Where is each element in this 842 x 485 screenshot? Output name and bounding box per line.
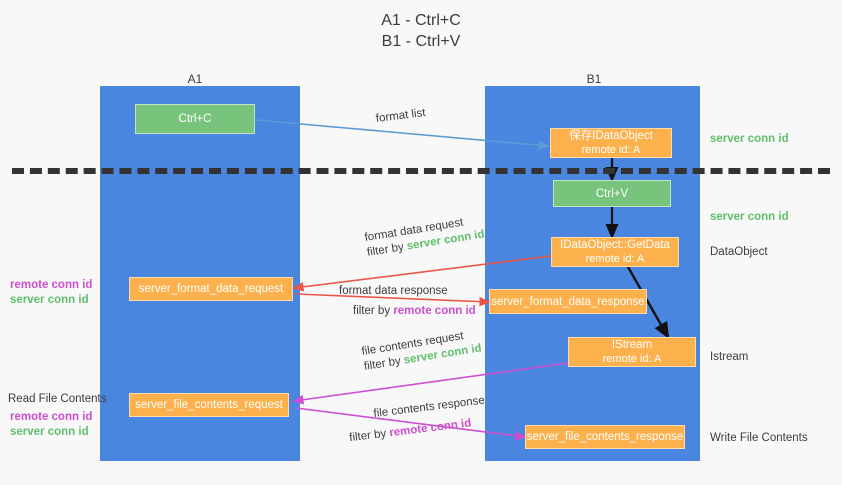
node-save-idataobject[interactable]: 保存IDataObject remote id: A bbox=[550, 128, 672, 158]
column-b1-name: B1 bbox=[586, 72, 602, 86]
filter-value-remote-conn-id: remote conn id bbox=[388, 417, 472, 440]
left-conn-id-group-1: remote conn id server conn id bbox=[10, 278, 92, 308]
phase-divider bbox=[12, 168, 830, 174]
filter-prefix: filter by bbox=[348, 427, 391, 445]
node-server-format-data-response[interactable]: server_format_data_response bbox=[489, 289, 647, 314]
node-server-file-contents-request-label: server_file_contents_request bbox=[135, 399, 283, 411]
edge-label-format-data-request: format data request filter by server con… bbox=[364, 213, 486, 261]
node-ctrl-c[interactable]: Ctrl+C bbox=[135, 104, 255, 134]
right-label-write-file-contents: Write File Contents bbox=[710, 432, 808, 444]
node-istream[interactable]: IStream remote id: A bbox=[568, 337, 696, 367]
node-save-idataobject-line1: 保存IDataObject bbox=[569, 130, 653, 142]
edge-label-file-contents-request: file contents request filter by server c… bbox=[361, 327, 483, 375]
node-ctrl-v-label: Ctrl+V bbox=[595, 187, 629, 200]
node-server-file-contents-response[interactable]: server_file_contents_response bbox=[525, 425, 685, 449]
column-a1-name: A1 bbox=[187, 72, 203, 86]
left-label-server-conn-id-1: server conn id bbox=[10, 294, 89, 306]
node-server-format-data-request[interactable]: server_format_data_request bbox=[129, 277, 293, 301]
node-save-idataobject-line2: remote id: A bbox=[581, 144, 641, 156]
filter-value-remote-conn-id: remote conn id bbox=[393, 305, 476, 317]
page-title: A1 - Ctrl+C B1 - Ctrl+V bbox=[381, 12, 461, 50]
node-ctrl-c-label: Ctrl+C bbox=[178, 113, 212, 125]
edge-label-format-data-response-line2: filter by remote conn id bbox=[353, 304, 476, 319]
edge-label-format-data-response-line1: format data response bbox=[339, 285, 448, 297]
right-label-dataobject: DataObject bbox=[710, 246, 768, 258]
node-idataobject-getdata[interactable]: IDataObject::GetData remote id: A bbox=[551, 237, 679, 267]
left-label-remote-conn-id-1: remote conn id bbox=[10, 279, 93, 291]
edge-label-format-data-response: format data response filter by remote co… bbox=[339, 284, 476, 319]
node-getdata-line1: IDataObject::GetData bbox=[560, 239, 670, 251]
left-label-server-conn-id-2: server conn id bbox=[10, 426, 89, 438]
left-label-read-file-contents: Read File Contents bbox=[8, 393, 107, 405]
node-istream-line1: IStream bbox=[611, 339, 653, 351]
left-conn-id-group-2: remote conn id server conn id bbox=[10, 410, 92, 440]
edge-label-format-list: format list bbox=[375, 106, 426, 127]
node-server-file-contents-response-label: server_file_contents_response bbox=[526, 431, 684, 443]
right-label-server-conn-id-mid: server conn id bbox=[710, 211, 789, 223]
edge-label-format-list-text: format list bbox=[375, 106, 427, 125]
left-label-remote-conn-id-2: remote conn id bbox=[10, 411, 93, 423]
edge-label-file-contents-response-line2: filter by remote conn id bbox=[349, 414, 489, 446]
right-label-server-conn-id-top: server conn id bbox=[710, 133, 789, 145]
filter-prefix: filter by bbox=[353, 305, 394, 317]
node-getdata-line2: remote id: A bbox=[585, 253, 645, 265]
edge-label-file-contents-response: file contents response filter by remote … bbox=[349, 394, 488, 444]
node-server-format-data-response-label: server_format_data_response bbox=[491, 295, 645, 308]
node-ctrl-v[interactable]: Ctrl+V bbox=[553, 180, 671, 207]
right-label-istream: Istream bbox=[710, 351, 749, 363]
node-server-format-data-request-label: server_format_data_request bbox=[138, 283, 284, 295]
node-istream-line2: remote id: A bbox=[602, 353, 662, 365]
node-server-file-contents-request[interactable]: server_file_contents_request bbox=[129, 393, 289, 417]
